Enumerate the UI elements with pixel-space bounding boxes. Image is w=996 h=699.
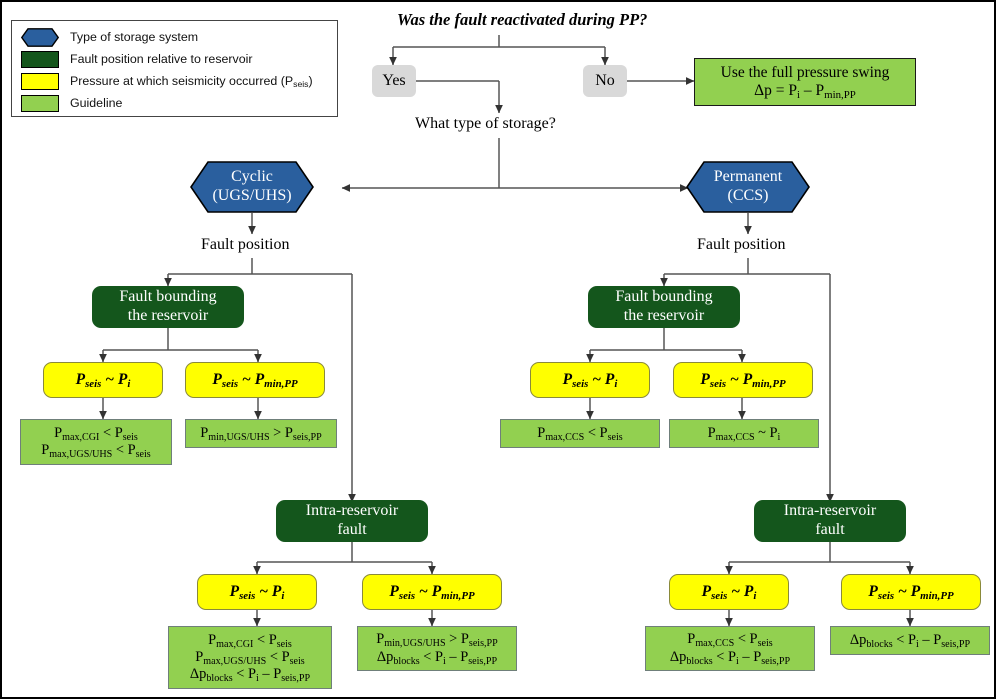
node-fault-bounding-permanent[interactable]: Fault bounding the reservoir: [588, 286, 740, 328]
guideline-line: Δpblocks < Pi – Pseis,PP: [189, 666, 311, 685]
guideline-line: Pmax,CCS < Pseis: [537, 424, 623, 443]
yellow-pseis-pi-cyclic-bounding[interactable]: Pseis ~ Pi: [43, 362, 163, 398]
guideline-line: Pmax,CCS ~ Pi: [707, 424, 781, 443]
yellow-formula: Pseis ~ Pmin,PP: [700, 371, 786, 391]
legend-label-pressure: Pressure at which seismicity occurred (P…: [70, 73, 313, 90]
yellow-formula: Pseis ~ Pmin,PP: [389, 583, 475, 603]
guideline-line: Δpblocks < Pi – Pseis,PP: [376, 648, 498, 667]
fault-position-label-cyclic: Fault position: [201, 236, 290, 253]
fault-bounding-cyclic-line1: Fault bounding: [119, 288, 217, 306]
yellow-formula: Pseis ~ Pmin,PP: [868, 583, 954, 603]
yellow-pseis-pminpp-cyclic-intra[interactable]: Pseis ~ Pmin,PP: [362, 574, 502, 610]
node-fault-bounding-cyclic[interactable]: Fault bounding the reservoir: [92, 286, 244, 328]
intra-permanent-line1: Intra-reservoir: [783, 502, 877, 520]
hexagon-swatch-icon: [21, 27, 59, 47]
guideline-cyclic-intra-left: Pmax,CGI < Pseis Pmax,UGS/UHS < Pseis Δp…: [168, 626, 332, 689]
guideline-line: Pmax,UGS/UHS < Pseis: [195, 648, 305, 667]
yellow-pseis-pminpp-permanent-intra[interactable]: Pseis ~ Pmin,PP: [841, 574, 981, 610]
yellow-pseis-pminpp-permanent-bounding[interactable]: Pseis ~ Pmin,PP: [673, 362, 813, 398]
answer-yes-node[interactable]: Yes: [372, 65, 416, 97]
guideline-line: Pmin,UGS/UHS > Pseis,PP: [200, 424, 322, 443]
guideline-permanent-intra-right: Δpblocks < Pi – Pseis,PP: [830, 626, 990, 655]
dark-green-swatch-icon: [21, 50, 59, 68]
legend-item-pressure: Pressure at which seismicity occurred (P…: [12, 70, 337, 92]
answer-no-node[interactable]: No: [583, 65, 627, 97]
legend-item-fault-position: Fault position relative to reservoir: [12, 48, 337, 70]
full-swing-line1: Use the full pressure swing: [720, 63, 890, 81]
intra-cyclic-line1: Intra-reservoir: [305, 502, 399, 520]
legend-panel: Type of storage system Fault position re…: [11, 20, 338, 117]
fault-position-label-permanent: Fault position: [697, 236, 786, 253]
legend-item-guideline: Guideline: [12, 92, 337, 114]
yellow-formula: Pseis ~ Pmin,PP: [212, 371, 298, 391]
fault-bounding-cyclic-line2: the reservoir: [127, 307, 209, 324]
legend-label-storage-type: Type of storage system: [70, 29, 199, 44]
intra-cyclic-line2: fault: [337, 521, 367, 538]
yellow-swatch-icon: [21, 72, 59, 90]
light-green-swatch-icon: [21, 94, 59, 112]
yellow-pseis-pi-permanent-intra[interactable]: Pseis ~ Pi: [669, 574, 789, 610]
guideline-permanent-bounding-left: Pmax,CCS < Pseis: [500, 419, 660, 448]
hexagon-permanent[interactable]: Permanent(CCS): [686, 161, 810, 213]
yellow-formula: Pseis ~ Pi: [562, 371, 618, 391]
yellow-pseis-pminpp-cyclic-bounding[interactable]: Pseis ~ Pmin,PP: [185, 362, 325, 398]
root-question: Was the fault reactivated during PP?: [397, 10, 648, 29]
legend-item-storage-type: Type of storage system: [12, 26, 337, 48]
hexagon-cyclic[interactable]: Cyclic(UGS/UHS): [190, 161, 314, 213]
guideline-line: Δpblocks < Pi – Pseis,PP: [849, 631, 971, 650]
intra-permanent-line2: fault: [815, 521, 845, 538]
legend-label-fault-position: Fault position relative to reservoir: [70, 51, 253, 66]
guideline-permanent-intra-left: Pmax,CCS < Pseis Δpblocks < Pi – Pseis,P…: [645, 626, 815, 671]
hexagon-cyclic-label: Cyclic(UGS/UHS): [212, 168, 292, 204]
full-swing-line2: Δp = Pi – Pmin,PP: [754, 82, 856, 102]
storage-question-label: What type of storage?: [415, 115, 556, 132]
node-intra-reservoir-cyclic[interactable]: Intra-reservoir fault: [276, 500, 428, 542]
guideline-cyclic-bounding-left: Pmax,CGI < Pseis Pmax,UGS/UHS < Pseis: [20, 419, 172, 465]
guideline-permanent-bounding-right: Pmax,CCS ~ Pi: [669, 419, 819, 448]
yellow-formula: Pseis ~ Pi: [75, 371, 131, 391]
yellow-formula: Pseis ~ Pi: [701, 583, 757, 603]
node-intra-reservoir-permanent[interactable]: Intra-reservoir fault: [754, 500, 906, 542]
guideline-cyclic-intra-right: Pmin,UGS/UHS > Pseis,PP Δpblocks < Pi – …: [357, 626, 517, 671]
full-pressure-swing-box: Use the full pressure swing Δp = Pi – Pm…: [694, 58, 916, 106]
guideline-line: Δpblocks < Pi – Pseis,PP: [669, 648, 791, 667]
fault-bounding-permanent-line2: the reservoir: [623, 307, 705, 324]
yellow-pseis-pi-permanent-bounding[interactable]: Pseis ~ Pi: [530, 362, 650, 398]
hexagon-permanent-label: Permanent(CCS): [713, 168, 783, 204]
guideline-line: Pmin,UGS/UHS > Pseis,PP: [376, 631, 498, 650]
guideline-cyclic-bounding-right: Pmin,UGS/UHS > Pseis,PP: [185, 419, 337, 448]
legend-label-guideline: Guideline: [70, 95, 123, 110]
guideline-line: Pmax,CCS < Pseis: [687, 631, 773, 650]
fault-bounding-permanent-line1: Fault bounding: [615, 288, 713, 306]
guideline-line: Pmax,CGI < Pseis: [208, 631, 292, 650]
guideline-line: Pmax,UGS/UHS < Pseis: [41, 442, 151, 461]
guideline-line: Pmax,CGI < Pseis: [54, 424, 138, 443]
yellow-pseis-pi-cyclic-intra[interactable]: Pseis ~ Pi: [197, 574, 317, 610]
yellow-formula: Pseis ~ Pi: [229, 583, 285, 603]
